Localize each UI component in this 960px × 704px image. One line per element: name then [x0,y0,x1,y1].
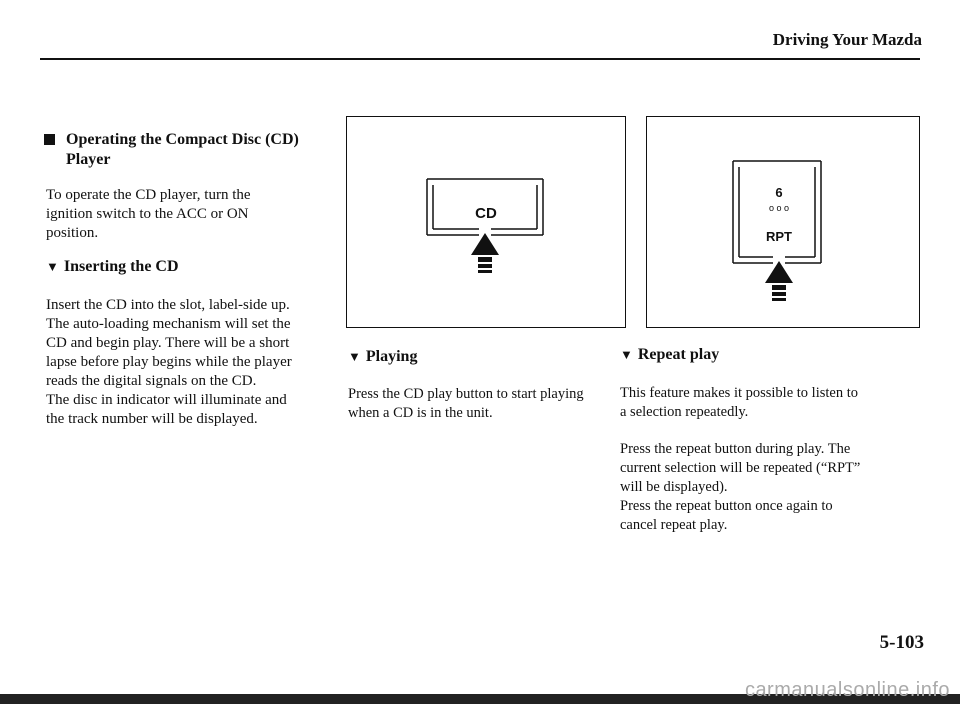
square-bullet-icon [44,134,55,145]
playing-heading: ▼Playing [348,348,418,365]
repeat-button-figure: 6 o o o RPT [646,116,920,328]
page-header-title: Driving Your Mazda [772,30,922,49]
cd-button-figure: CD [346,116,626,328]
repeat-heading: ▼Repeat play [620,346,720,363]
preset-number: 6 [775,185,783,200]
bottom-edge-bar [0,694,960,704]
repeat-body-1: This feature makes it possible to listen… [620,385,858,420]
rpt-button-label: RPT [766,229,792,244]
triangle-down-icon: ▼ [620,347,633,362]
arrow-up-icon [471,233,499,273]
triangle-down-icon: ▼ [46,259,59,274]
site-watermark: carmanualsonline.info [744,679,950,701]
indicator-dots: o o o [768,203,790,213]
triangle-down-icon: ▼ [348,349,361,364]
playing-body: Press the CD play button to start playin… [348,386,584,421]
page-number: 5-103 [879,632,924,653]
header-rule [40,58,920,60]
section-intro: To operate the CD player, turn the ignit… [46,187,251,241]
cd-button-illustration [426,178,544,273]
section-title: Operating the Compact Disc (CD) Player [66,131,299,168]
repeat-button-illustration [732,160,822,301]
cd-button-label: CD [475,205,497,222]
section-heading: Operating the Compact Disc (CD) Player [44,130,324,170]
repeat-body-2: Press the repeat button during play. The… [620,441,861,533]
inserting-heading: ▼Inserting the CD [46,258,179,275]
arrow-up-icon [765,261,793,301]
inserting-body: Insert the CD into the slot, label-side … [46,297,292,427]
